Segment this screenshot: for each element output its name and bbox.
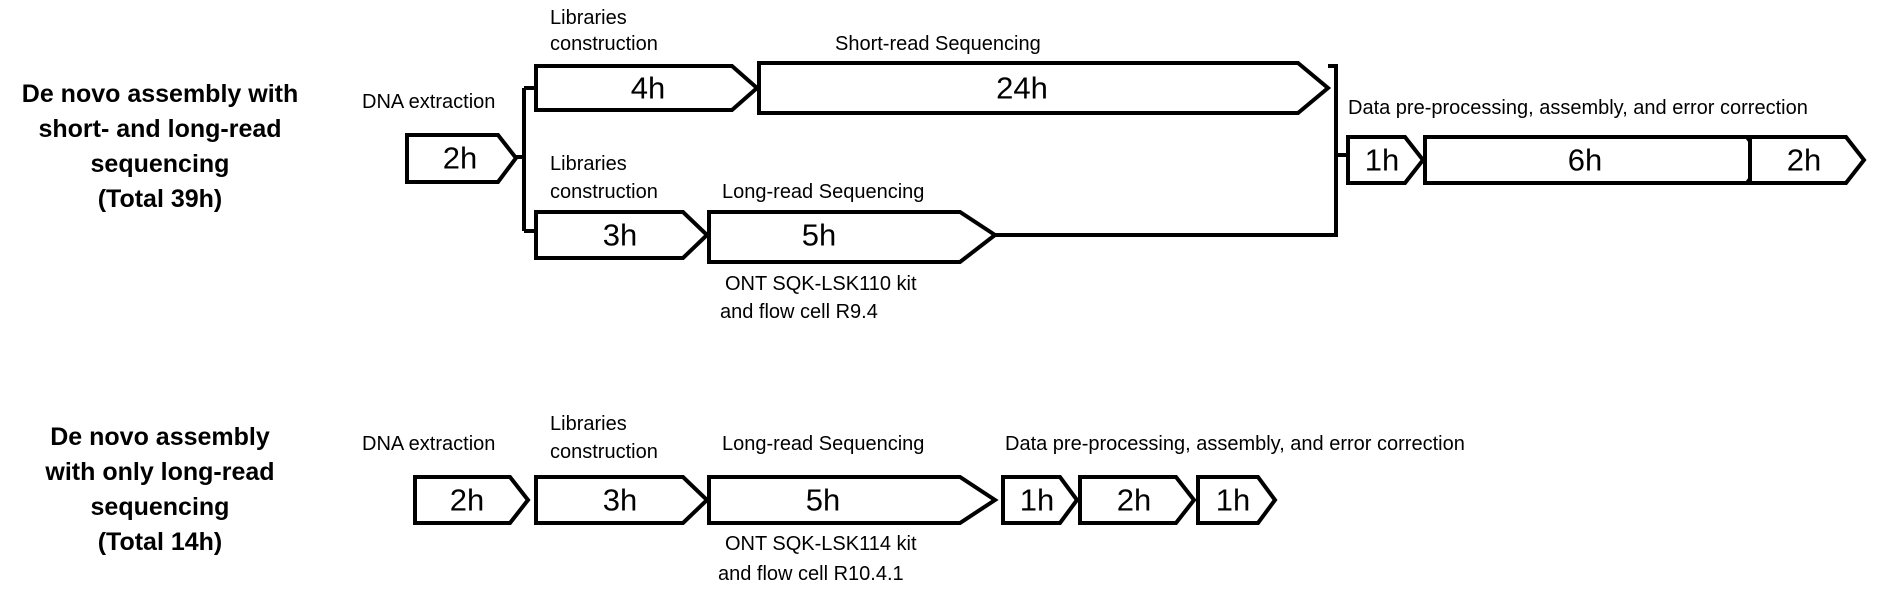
long-libraries-step: [534, 210, 710, 260]
connector-merge-long: [995, 64, 1338, 237]
workflow-2-title-line-4: (Total 14h): [98, 528, 223, 556]
dna-extraction-2-duration: 2h: [450, 483, 484, 518]
data-processing-2-label: Data pre-processing, assembly, and error…: [1005, 433, 1465, 455]
long-sequencing-note-line-1: ONT SQK-LSK110 kit: [725, 273, 917, 295]
long-libraries-label-line-2: construction: [550, 181, 658, 203]
workflow-2: De novo assembly with only long-read seq…: [44, 413, 1464, 585]
short-sequencing-duration: 24h: [996, 71, 1048, 106]
long-sequencing-2-label: Long-read Sequencing: [722, 433, 924, 455]
data-processing-duration-1: 1h: [1365, 143, 1399, 178]
workflow-1: De novo assembly with short- and long-re…: [22, 7, 1867, 323]
data-processing-2-step-2: [1078, 475, 1197, 525]
workflow-1-title-line-3: sequencing: [91, 150, 230, 178]
libraries-2-step: [534, 475, 710, 525]
dna-extraction-2-step: [413, 475, 531, 525]
long-sequencing-note-line-2: and flow cell R9.4: [720, 301, 878, 323]
data-processing-2-duration-3: 1h: [1216, 483, 1250, 518]
long-sequencing-2-note-line-1: ONT SQK-LSK114 kit: [725, 533, 917, 555]
workflow-2-title-line-1: De novo assembly: [50, 423, 270, 451]
libraries-2-label-line-1: Libraries: [550, 413, 627, 435]
workflow-2-title-line-2: with only long-read: [44, 458, 274, 486]
dna-extraction-2-label: DNA extraction: [362, 433, 495, 455]
data-processing-2-step-3: [1196, 475, 1278, 525]
data-processing-duration-2: 6h: [1568, 143, 1602, 178]
long-libraries-label-line-1: Libraries: [550, 153, 627, 175]
long-sequencing-2-step: [707, 475, 999, 525]
data-processing-2-duration-1: 1h: [1020, 483, 1054, 518]
workflow-2-title-line-3: sequencing: [91, 493, 230, 521]
data-processing-label: Data pre-processing, assembly, and error…: [1348, 97, 1808, 119]
data-processing-step-3: [1748, 135, 1867, 185]
long-sequencing-2-duration: 5h: [806, 483, 840, 518]
short-libraries-label-line-2: construction: [550, 33, 658, 55]
dna-extraction-step: [405, 133, 519, 184]
short-sequencing-step: [757, 61, 1332, 115]
workflow-1-title-line-4: (Total 39h): [98, 185, 223, 213]
dna-extraction-duration: 2h: [443, 141, 477, 176]
dna-extraction-label: DNA extraction: [362, 91, 495, 113]
data-processing-2-step-1: [1001, 475, 1080, 525]
data-processing-duration-3: 2h: [1787, 143, 1821, 178]
data-processing-2-duration-2: 2h: [1117, 483, 1151, 518]
libraries-2-label-line-2: construction: [550, 441, 658, 463]
long-sequencing-step: [707, 210, 999, 264]
long-sequencing-duration: 5h: [802, 218, 836, 253]
short-libraries-step: [534, 64, 761, 112]
short-libraries-duration: 4h: [631, 71, 665, 106]
long-sequencing-label: Long-read Sequencing: [722, 181, 924, 203]
libraries-2-duration: 3h: [603, 483, 637, 518]
connector-branch-stubs: [524, 86, 534, 233]
short-sequencing-label: Short-read Sequencing: [835, 33, 1041, 55]
workflow-1-title-line-2: short- and long-read: [38, 115, 281, 143]
long-sequencing-2-note-line-2: and flow cell R10.4.1: [718, 563, 904, 585]
workflow-1-title-line-1: De novo assembly with: [22, 80, 298, 108]
data-processing-step-1: [1346, 135, 1426, 185]
long-libraries-duration: 3h: [603, 218, 637, 253]
short-libraries-label-line-1: Libraries: [550, 7, 627, 29]
